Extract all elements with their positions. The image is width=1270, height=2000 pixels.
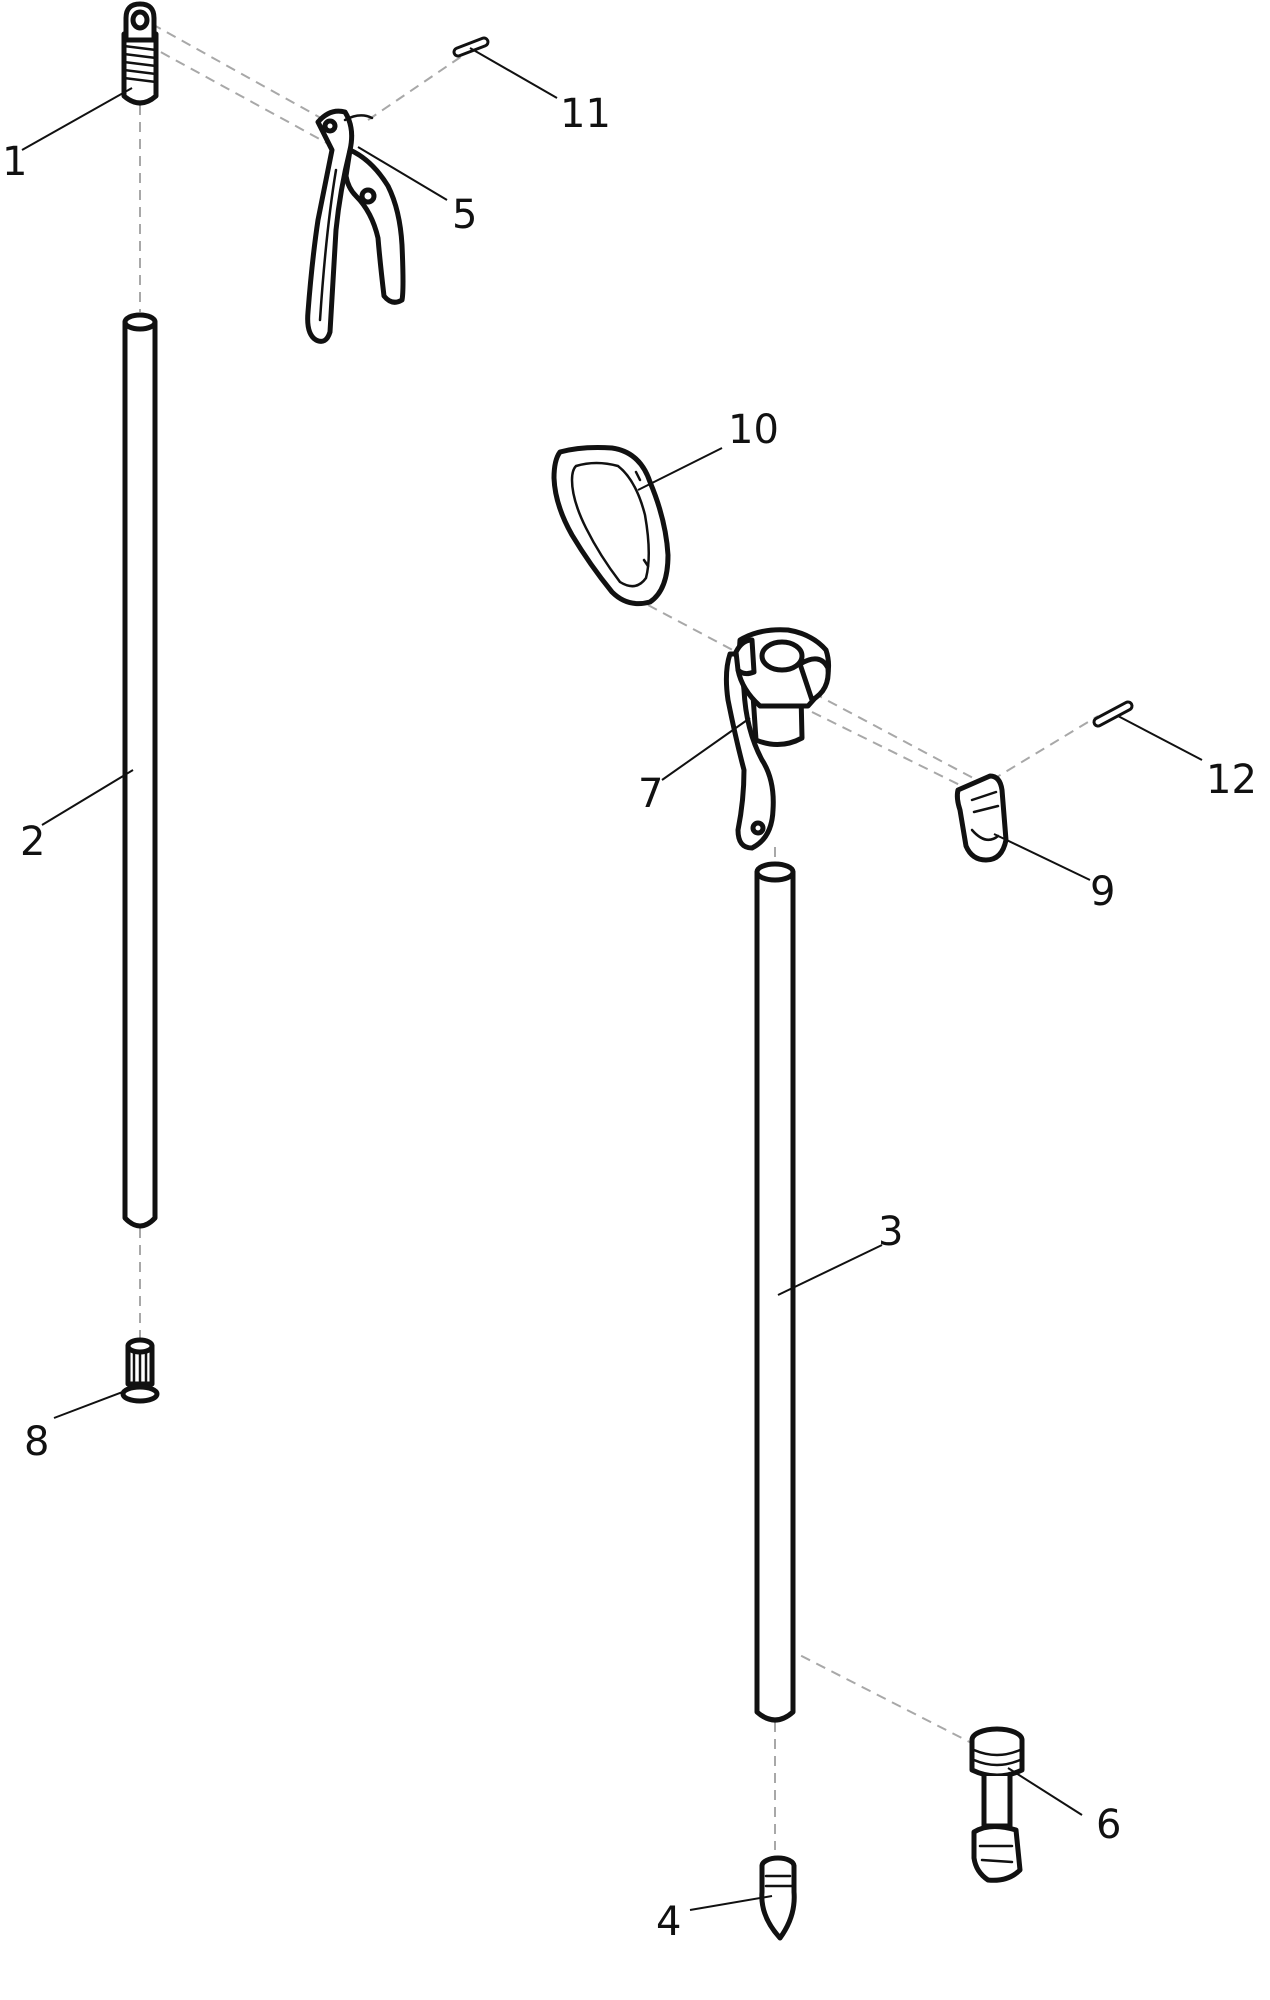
part-11-pin [452,36,490,58]
callout-2: 2 [20,819,45,865]
part-9-clip [954,773,1009,863]
part-8-end-plug [120,1337,160,1404]
callout-12: 12 [1206,757,1257,803]
callout-8: 8 [24,1419,49,1465]
part-10-grip-cover [551,445,671,607]
callout-4: 4 [656,1899,681,1945]
callout-6: 6 [1096,1802,1121,1848]
part-3-tube [754,861,796,1723]
leader-lines [21,47,1203,1911]
part-5-lever-handle [305,108,406,344]
part-6-adapter [969,1726,1025,1883]
callout-7: 7 [638,771,663,817]
callout-3: 3 [878,1209,903,1255]
part-1-threaded-fitting [121,1,159,106]
callout-labels: 1 2 3 4 5 6 7 8 9 10 11 12 [2,91,1257,1945]
part-2-tube [122,312,158,1229]
part-7-clamp-lever [723,627,832,851]
callout-5: 5 [452,192,477,238]
assembly-guide-lines [139,23,1099,1850]
part-4-tip [759,1855,797,1941]
callout-11: 11 [560,91,611,137]
part-12-pin [1092,700,1134,728]
callout-9: 9 [1090,869,1115,915]
callout-10: 10 [728,407,779,453]
callout-1: 1 [2,139,27,185]
